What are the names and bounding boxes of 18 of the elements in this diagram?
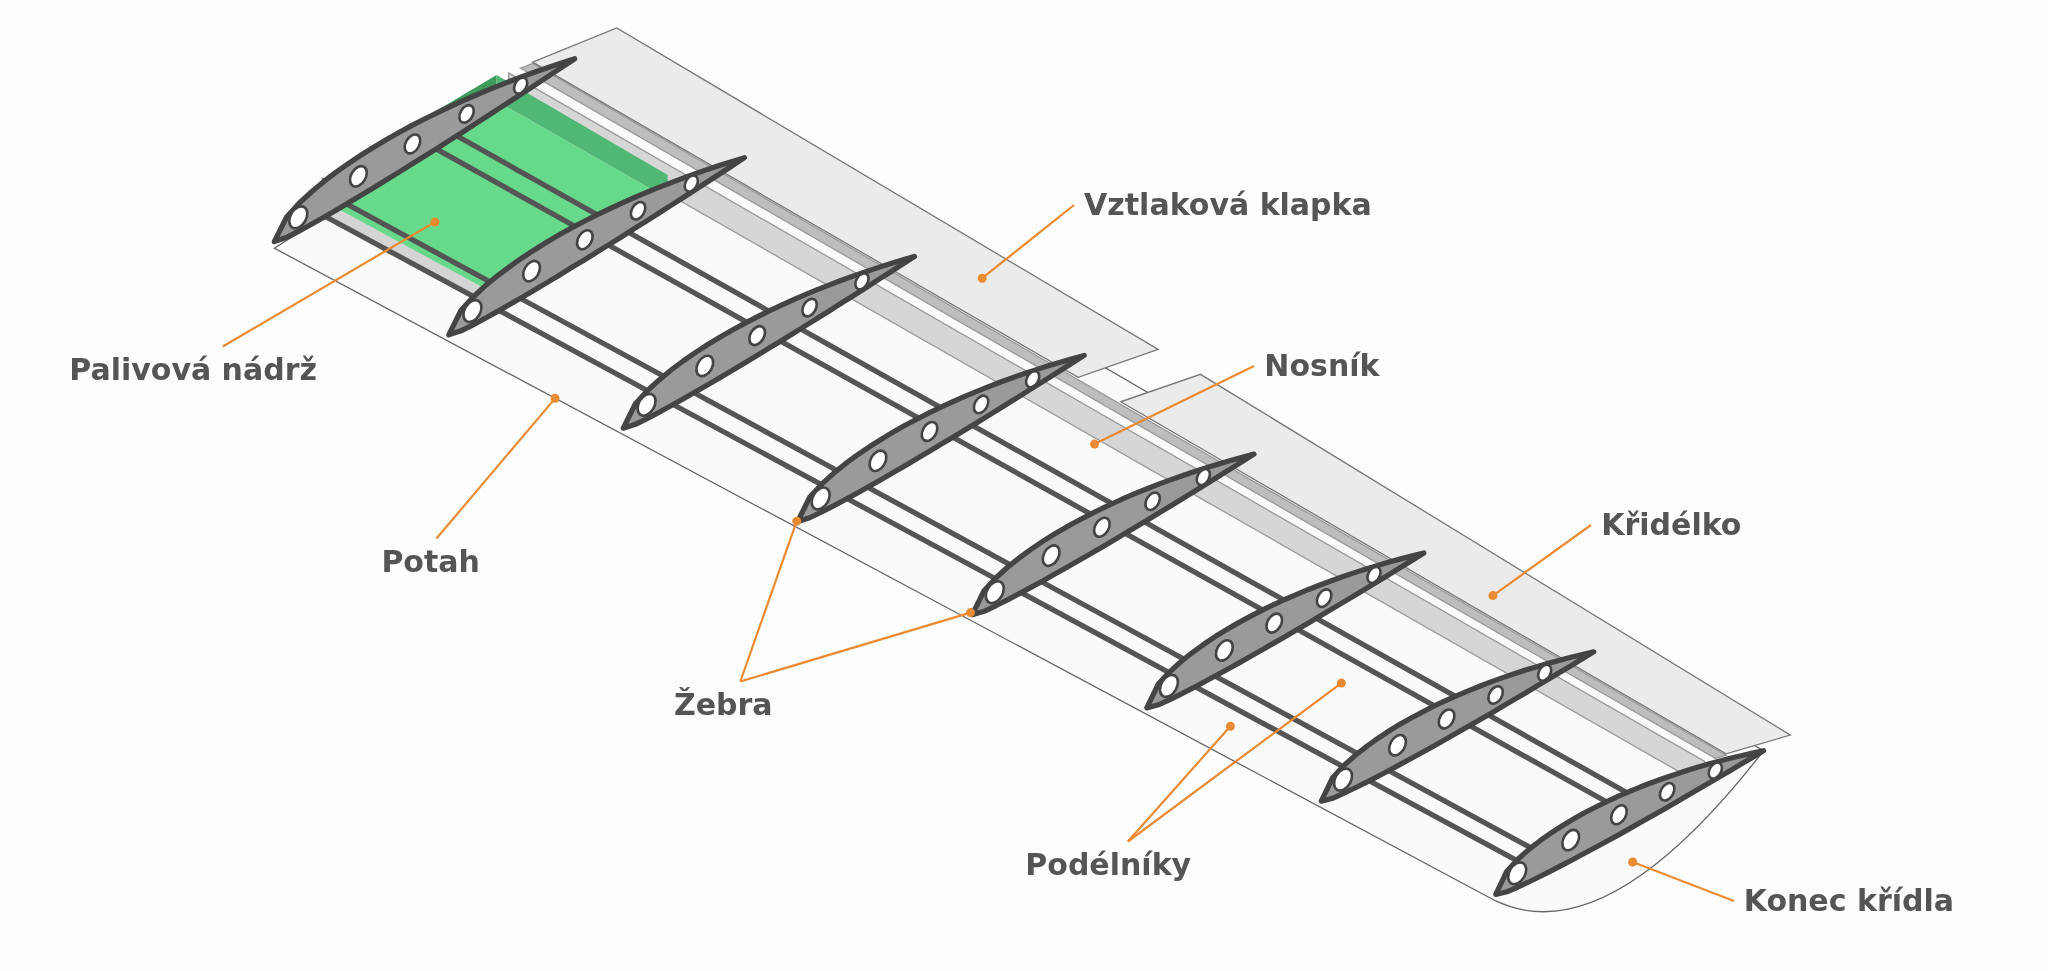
part-label: Podélníky [1025,847,1192,882]
leader-line [435,393,560,540]
leader-line [740,608,975,683]
leader-line [739,516,802,682]
part-label: Křidélko [1601,507,1742,543]
leader-line [1127,721,1235,843]
part-label: Palivová nádrž [69,352,317,387]
part-label: Žebra [673,688,773,723]
leader-line [1090,365,1255,449]
leader-line [1127,678,1346,843]
part-label: Konec křídla [1743,883,1954,919]
part-label: Nosník [1264,348,1380,383]
leader-line [1628,857,1735,903]
leader-line [977,204,1075,283]
part-label: Potah [381,544,480,579]
part-label: Vztlaková klapka [1084,187,1372,223]
leader-line [1488,524,1592,601]
leader-line [222,217,440,348]
